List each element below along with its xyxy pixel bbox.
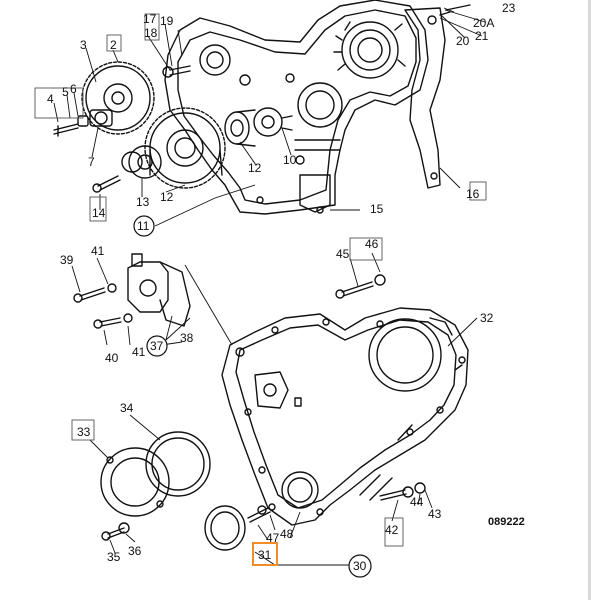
callout-labels: 2 3 4 5 6 7 10 11 12 12 13 14 15 16 17 1… [47, 1, 525, 573]
bolts-39-41 [73, 283, 133, 329]
label-20a: 20A [473, 16, 494, 30]
oil-seal-31 [204, 505, 246, 551]
figure-reference-number: 089222 [488, 516, 525, 528]
callout-circles [133, 215, 372, 578]
label-43: 43 [428, 507, 442, 521]
callout-frames [34, 13, 487, 547]
label-30: 30 [353, 559, 367, 573]
label-10: 10 [283, 153, 297, 167]
label-18: 18 [144, 26, 158, 40]
leader-lines [53, 7, 486, 566]
label-40: 40 [105, 351, 119, 365]
label-11: 11 [137, 219, 150, 233]
back-plate-16 [404, 4, 471, 189]
label-45: 45 [336, 247, 350, 261]
label-37: 37 [150, 339, 164, 353]
gasket-34 [145, 431, 211, 497]
bolt-45-46 [335, 274, 386, 299]
gear-housing [164, 0, 429, 215]
label-32: 32 [480, 311, 494, 325]
label-12b: 12 [160, 190, 174, 204]
label-21: 21 [475, 29, 489, 43]
label-16: 16 [466, 187, 480, 201]
bolt-35-36 [101, 522, 130, 541]
label-5: 5 [62, 85, 69, 99]
label-38: 38 [180, 331, 194, 345]
small-gear-13 [121, 145, 162, 179]
idler-gear [144, 107, 226, 189]
right-edge-divider [588, 0, 591, 600]
label-12a: 12 [248, 161, 262, 175]
hub-assembly [53, 109, 113, 137]
label-47: 47 [266, 531, 280, 545]
label-44: 44 [410, 495, 424, 509]
label-15: 15 [370, 202, 384, 216]
label-6: 6 [70, 82, 77, 96]
camshaft-gear [81, 61, 155, 135]
label-19: 19 [160, 14, 174, 28]
label-35: 35 [107, 550, 121, 564]
label-41b: 41 [132, 345, 146, 359]
bolt-42-44 [379, 482, 426, 501]
bolt-14 [92, 175, 121, 193]
label-14: 14 [92, 206, 106, 220]
bolt-18 [162, 65, 191, 78]
stub-shaft [224, 109, 256, 147]
label-20: 20 [456, 34, 470, 48]
bolt-47-48 [247, 503, 276, 523]
label-7: 7 [88, 155, 95, 169]
label-2: 2 [110, 38, 117, 52]
timing-cover [221, 307, 469, 526]
label-23: 23 [502, 1, 516, 15]
label-33: 33 [77, 425, 91, 439]
label-36: 36 [128, 544, 142, 558]
drive-hub-10 [253, 107, 293, 137]
label-39: 39 [60, 253, 74, 267]
label-46: 46 [365, 237, 379, 251]
label-41a: 41 [91, 244, 105, 258]
label-42: 42 [385, 523, 399, 537]
label-48: 48 [280, 527, 294, 541]
label-34: 34 [120, 401, 134, 415]
label-17: 17 [143, 12, 157, 26]
label-4: 4 [47, 92, 54, 106]
label-31: 31 [258, 548, 272, 562]
label-13: 13 [136, 195, 150, 209]
label-3: 3 [80, 38, 87, 52]
highlight-box-31[interactable] [252, 542, 278, 566]
thermostat-housing-37 [127, 253, 191, 327]
